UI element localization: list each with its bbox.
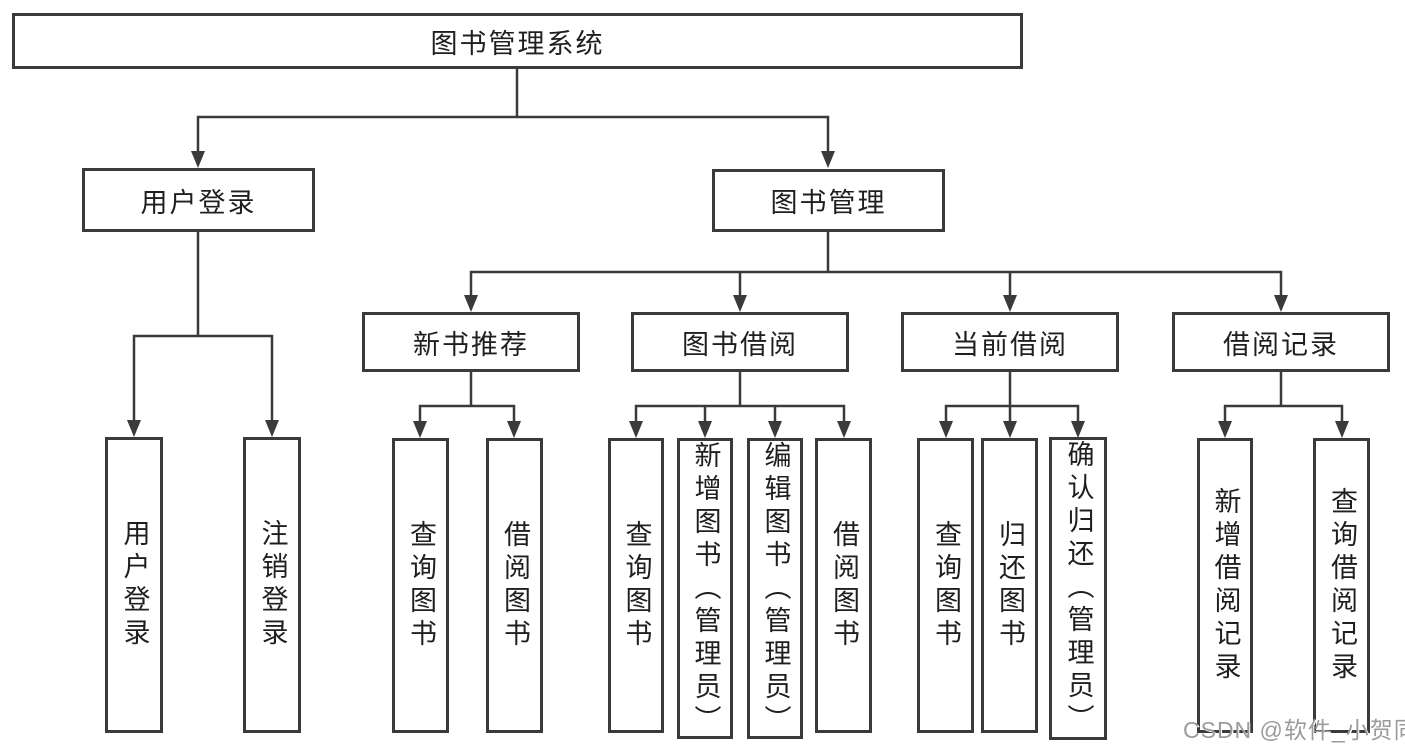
node-label: 当前借阅 [952,329,1068,360]
node-book-management: 图书管理 [712,169,945,232]
csdn-watermark: CSDN @软件_小贺同学 [1183,717,1405,743]
leaf-bb-borrow-books: 借阅图书 [815,438,872,733]
node-current-borrowing: 当前借阅 [901,312,1119,372]
connector-book-borrowing-children [629,372,851,438]
connector-current-borrowing-children [939,372,1085,438]
leaf-br-add-borrow-record: 新增借阅记录 [1197,438,1253,733]
node-library-management-system: 图书管理系统 [12,13,1023,69]
node-label: 图书借阅 [682,329,798,360]
leaf-nbr-borrow-books: 借阅图书 [486,438,543,733]
node-label: 图书管理 [770,188,887,218]
leaf-cb-return-books: 归还图书 [981,438,1038,733]
leaf-bb-query-books: 查询图书 [608,438,664,733]
connector-book-management-children [464,232,1288,312]
node-label: 图书管理系统 [430,28,605,59]
node-label: 注销登录 [257,519,288,651]
connector-new-book-recommendation-children [413,372,521,438]
leaf-cb-query-books: 查询图书 [917,438,974,733]
node-label: 借阅图书 [829,519,859,652]
node-label: 归还图书 [995,519,1025,652]
node-label: 新增图书（管理员） [690,441,721,738]
node-label: 新书推荐 [413,329,529,360]
node-label: 用户登录 [140,187,257,218]
node-label: 新增借阅记录 [1210,486,1241,685]
node-label: 查询图书 [621,519,652,652]
node-new-book-recommendation: 新书推荐 [362,312,580,372]
leaf-br-query-borrow-record: 查询借阅记录 [1313,438,1370,733]
node-label: 编辑图书（管理员） [760,441,791,738]
node-book-borrowing: 图书借阅 [631,312,849,372]
leaf-cb-confirm-return-admin: 确认归还（管理员） [1049,437,1107,740]
leaf-user-login: 用户登录 [105,437,163,733]
node-label: 查询借阅记录 [1327,486,1357,685]
leaf-bb-add-books-admin: 新增图书（管理员） [677,438,733,739]
node-label: 用户登录 [119,519,150,651]
leaf-logout: 注销登录 [243,437,301,733]
connector-borrowing-records-children [1218,372,1349,438]
connector-user-login-children [127,232,279,437]
leaf-nbr-query-books: 查询图书 [392,438,449,733]
node-user-login: 用户登录 [82,168,315,232]
node-label: 借阅记录 [1223,329,1339,360]
connector-root-to-level2 [191,69,835,168]
node-label: 查询图书 [406,519,436,652]
node-borrowing-records: 借阅记录 [1172,312,1390,372]
node-label: 查询图书 [931,519,961,652]
node-label: 确认归还（管理员） [1063,440,1094,737]
leaf-bb-edit-books-admin: 编辑图书（管理员） [747,438,803,739]
node-label: 借阅图书 [500,519,530,652]
